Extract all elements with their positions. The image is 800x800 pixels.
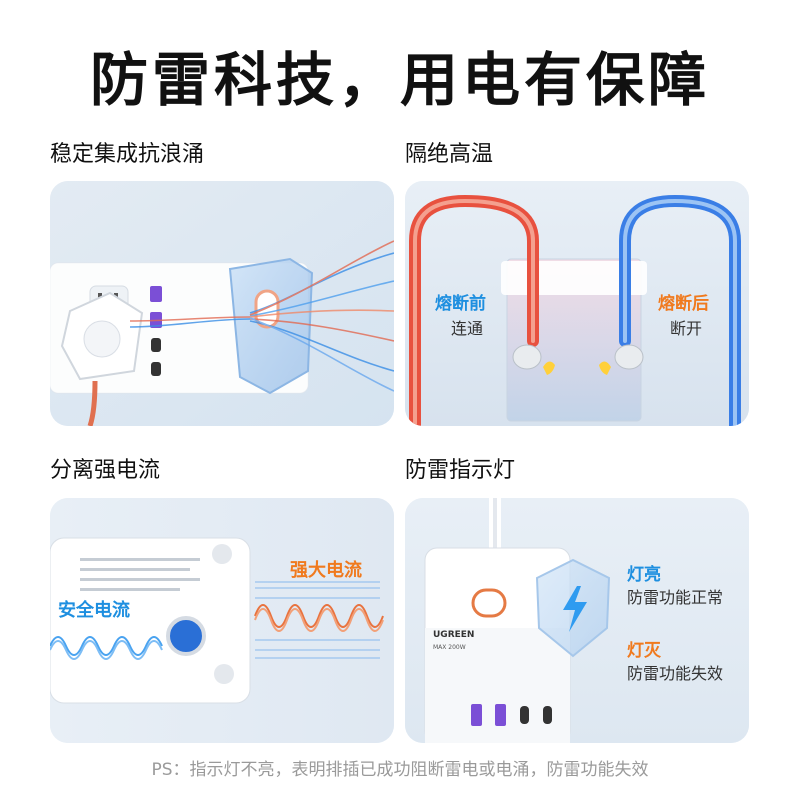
section-title-current: 分离强电流 [50, 458, 161, 483]
strong-current-label: 强大电流 [290, 560, 362, 581]
indicator-illustration [405, 498, 749, 743]
brand-label: UGREEN [433, 630, 475, 640]
light-on-desc: 防雷功能正常 [627, 588, 724, 607]
card-indicator: UGREEN MAX 200W 灯亮 防雷功能正常 灯灭 防雷功能失效 [405, 498, 749, 743]
card-surge [50, 181, 394, 426]
section-title-heat: 隔绝高温 [405, 142, 494, 167]
before-fuse-state: 连通 [451, 319, 484, 338]
safe-current-label: 安全电流 [58, 600, 130, 621]
after-fuse-label: 熔断后 [658, 294, 709, 314]
footnote: PS：指示灯不亮，表明排插已成功阻断雷电或电涌，防雷功能失效 [151, 760, 649, 780]
card-heat: 熔断前 连通 熔断后 断开 [405, 181, 749, 426]
section-title-surge: 稳定集成抗浪涌 [50, 142, 205, 167]
light-on-label: 灯亮 [627, 565, 661, 585]
fuse-illustration [405, 181, 749, 426]
light-off-label: 灯灭 [627, 641, 661, 661]
before-fuse-label: 熔断前 [435, 294, 486, 314]
card-current: 安全电流 强大电流 [50, 498, 394, 743]
section-title-indicator: 防雷指示灯 [405, 458, 516, 483]
max-rating-label: MAX 200W [433, 644, 466, 651]
page-headline: 防雷科技，用电有保障 [89, 46, 710, 114]
light-off-desc: 防雷功能失效 [627, 664, 724, 683]
surge-illustration [50, 181, 394, 426]
after-fuse-state: 断开 [670, 319, 703, 338]
current-illustration [50, 498, 394, 743]
